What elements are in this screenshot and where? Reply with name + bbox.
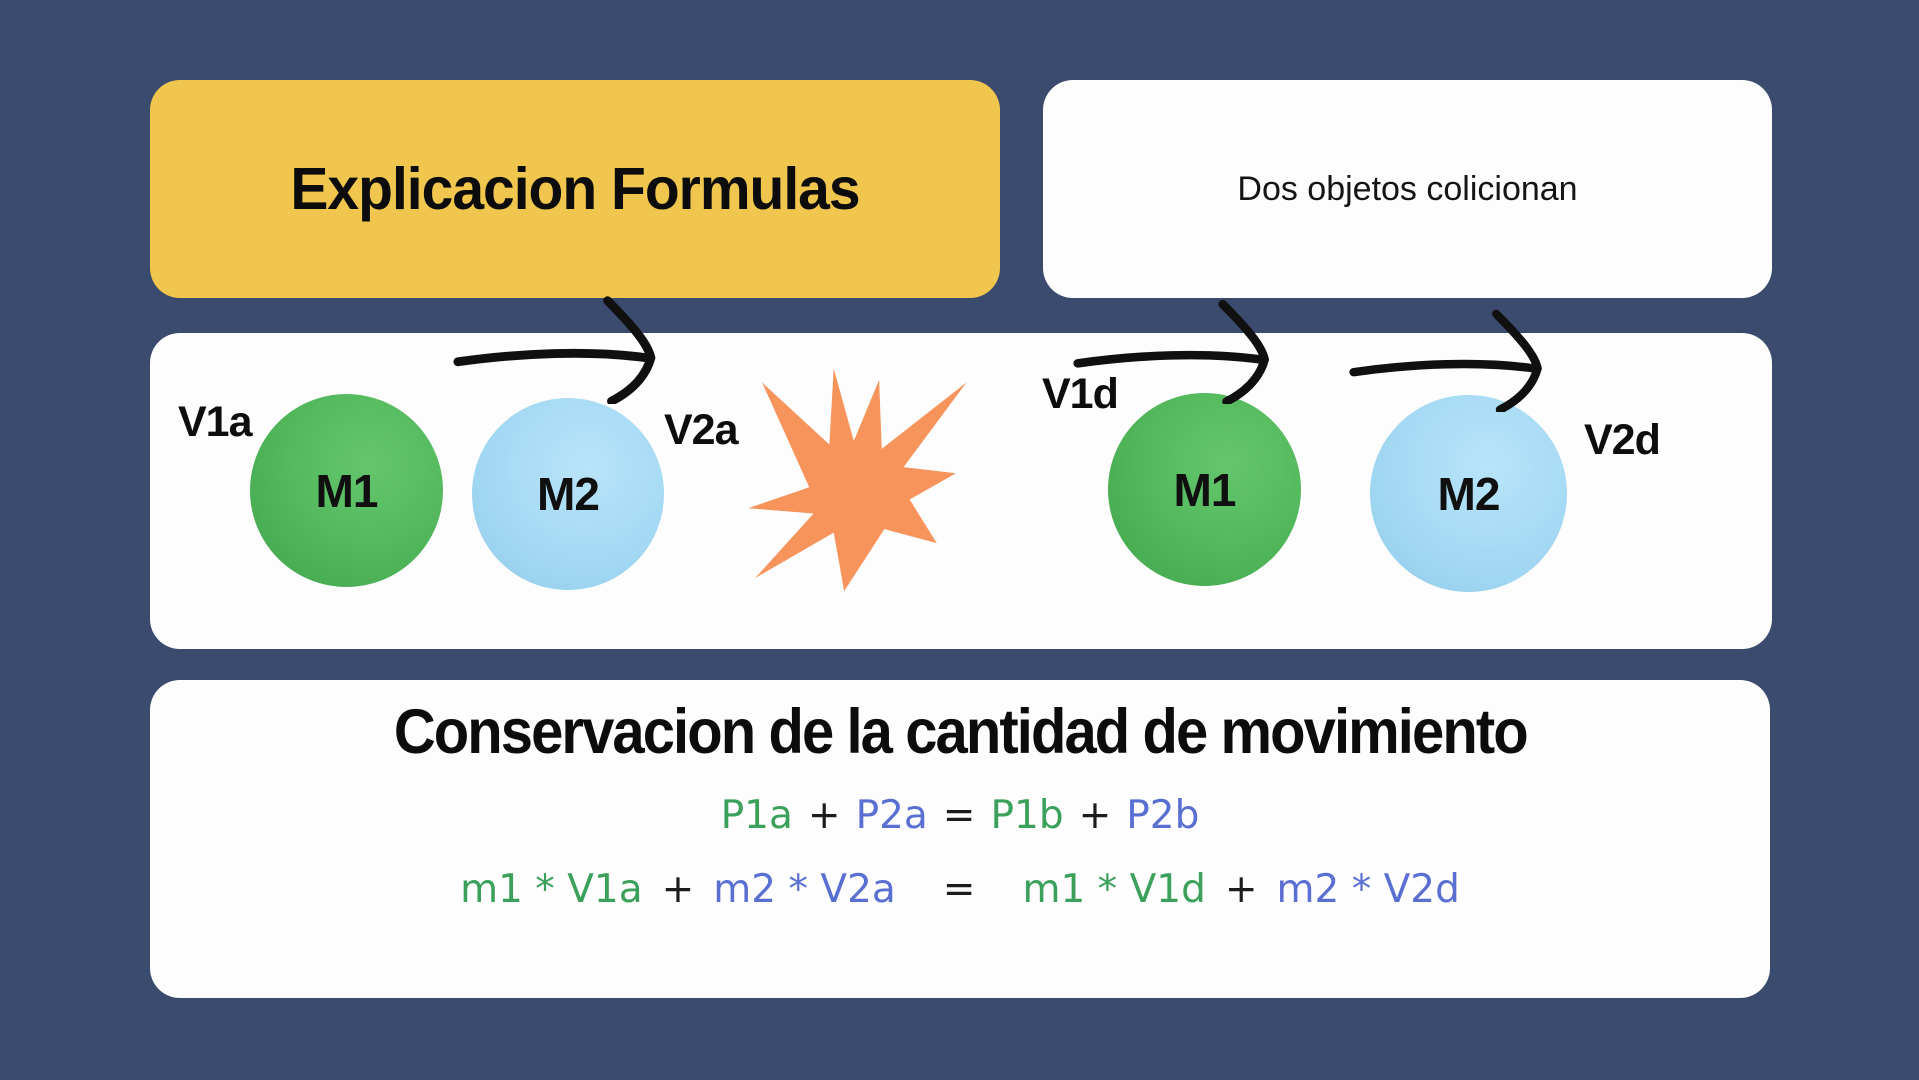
plus-operator: + [1078,793,1112,838]
formula-term-p1b: P1b [990,793,1064,838]
plus-operator: + [807,793,841,838]
title-card: Explicacion Formulas [150,80,1000,298]
formula-term-p2b: P2b [1126,793,1200,838]
formula-term-m2v2d: m2 * V2d [1276,867,1460,912]
velocity-label-v1d: V1d [1042,370,1119,418]
formula-card: Conservacion de la cantidad de movimient… [150,680,1770,998]
formula-term-m1v1a: m1 * V1a [460,867,643,912]
velocity-label-v2a: V2a [664,406,739,454]
right-arrow-icon [1072,296,1320,404]
mass-label-m1-after: M1 [1173,463,1237,516]
formula-title: Conservacion de la cantidad de movimient… [393,695,1529,767]
mass-label-m2-after: M2 [1437,467,1501,520]
mass-circle-m1-after: M1 [1108,393,1301,586]
plus-operator: + [661,867,695,912]
mass-circle-m1-before: M1 [250,394,443,587]
collision-caption: Dos objetos colicionan [1237,169,1578,208]
mass-circle-m2-before: M2 [472,398,664,590]
plus-operator: + [1224,867,1258,912]
starburst-icon [742,354,1004,624]
right-arrow-icon [452,292,708,404]
velocity-label-v2d: V2d [1584,416,1661,464]
formula-term-p1a: P1a [720,793,793,838]
mass-label-m1-before: M1 [315,464,379,517]
formula-term-m2v2a: m2 * V2a [713,867,896,912]
slide-title: Explicacion Formulas [290,155,860,223]
equals-operator: = [942,793,976,838]
formula-line-momentum: P1a + P2a = P1b + P2b [721,793,1200,838]
right-arrow-icon [1348,306,1592,412]
formula-line-expanded: m1 * V1a + m2 * V2a = m1 * V1d + m2 * V2… [460,867,1460,912]
velocity-label-v1a: V1a [178,398,253,446]
mass-circle-m2-after: M2 [1370,395,1567,592]
equals-operator: = [942,867,976,912]
collision-caption-card: Dos objetos colicionan [1043,80,1772,298]
formula-term-m1v1d: m1 * V1d [1022,867,1206,912]
formula-term-p2a: P2a [855,793,928,838]
mass-label-m2-before: M2 [537,468,600,520]
